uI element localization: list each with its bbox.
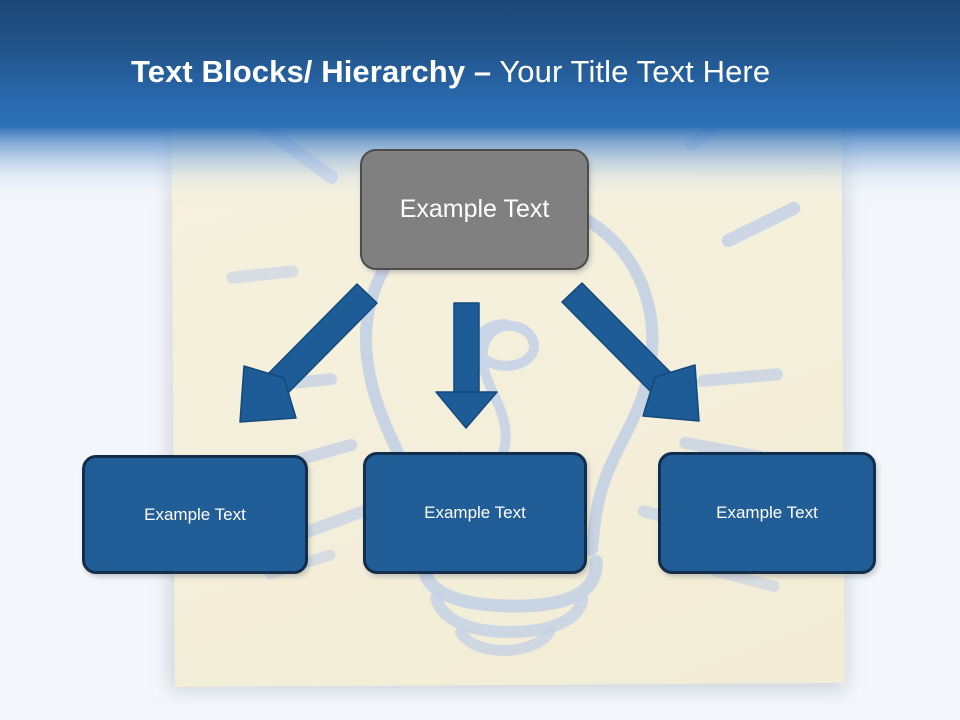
page-title: Text Blocks/ Hierarchy – Your Title Text… <box>131 54 771 89</box>
header-band: Text Blocks/ Hierarchy – Your Title Text… <box>0 0 960 128</box>
page-title-light: Your Title Text Here <box>491 54 771 89</box>
hierarchy-top-node[interactable]: Example Text <box>360 149 589 270</box>
hierarchy-top-node-label: Example Text <box>399 195 550 223</box>
hierarchy-child-node-2[interactable]: Example Text <box>363 452 587 574</box>
page-title-strong: Text Blocks/ Hierarchy – <box>131 54 492 89</box>
hierarchy-child-node-1[interactable]: Example Text <box>82 455 308 574</box>
hierarchy-child-node-1-label: Example Text <box>144 504 246 524</box>
hierarchy-child-node-3-label: Example Text <box>716 503 818 522</box>
hierarchy-child-node-2-label: Example Text <box>424 503 526 522</box>
hierarchy-child-node-3[interactable]: Example Text <box>658 452 876 574</box>
